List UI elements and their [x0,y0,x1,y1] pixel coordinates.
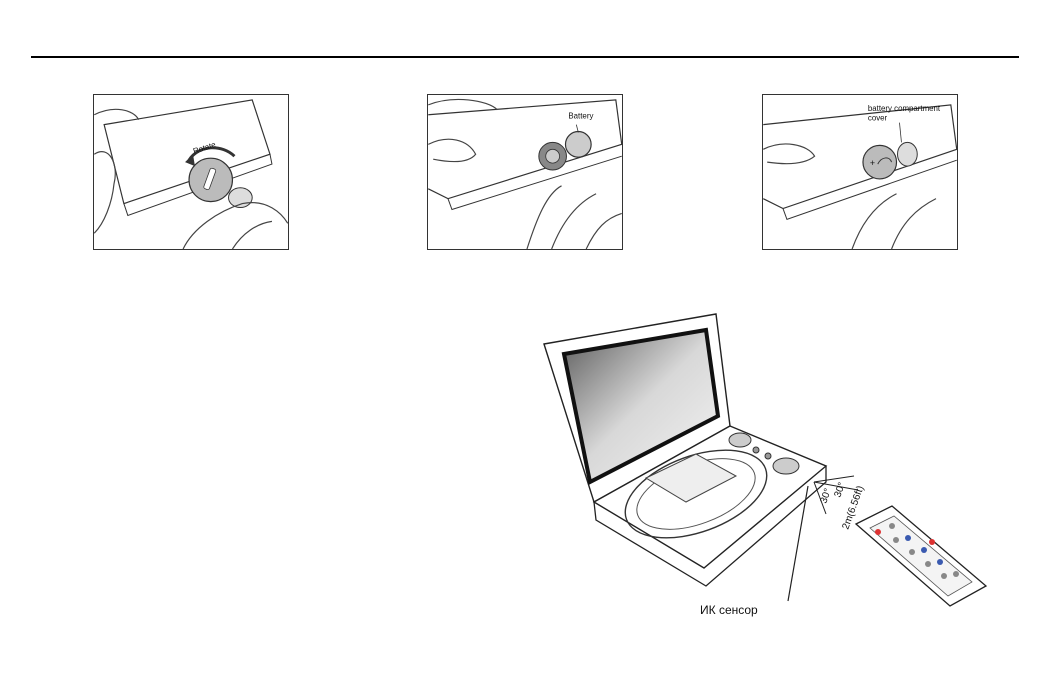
angle-right-label: 30° [832,481,848,499]
svg-text:+: + [870,158,875,168]
battery-label: Battery [568,112,593,121]
figure-remote-sensor-range: 30° 30° 2m(6.56ft) ИК сенсор [536,306,988,626]
cover-label-line2: cover [868,114,888,123]
cover-label-line1: battery compartment [868,104,941,113]
angle-left-label: 30° [818,487,834,505]
remote-control [856,506,986,606]
header-rule [31,56,1019,58]
ir-sensor-label: ИК сенсор [700,603,758,617]
battery-coin [565,132,591,158]
figure-step-close-cover: + battery compartment cover [762,94,958,250]
figure-step-rotate-cover: Rotate [93,94,289,250]
figure-step-insert-battery: Battery [427,94,623,250]
